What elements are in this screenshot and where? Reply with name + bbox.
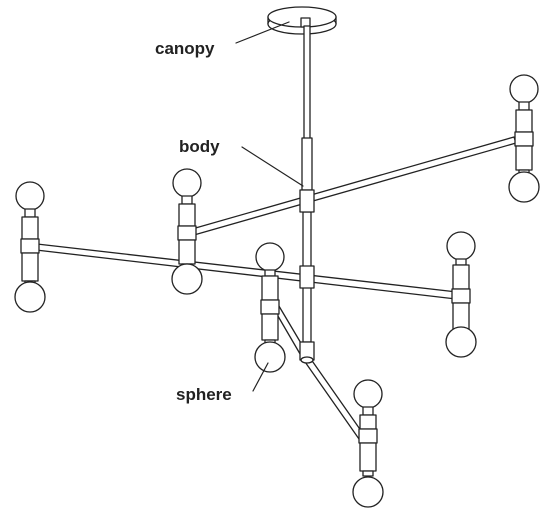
body-label: body xyxy=(179,137,220,156)
sphere xyxy=(254,341,286,373)
body-rod xyxy=(299,25,315,364)
canopy xyxy=(267,6,337,35)
sphere-label: sphere xyxy=(176,385,232,404)
lower-arm xyxy=(35,243,458,300)
canopy-label: canopy xyxy=(155,39,215,58)
body-leader-line xyxy=(241,146,304,187)
bulb-assembly-right-lower xyxy=(445,231,477,358)
diagonal-arm xyxy=(267,295,372,450)
bulb-assembly-center xyxy=(254,242,286,373)
bulb-assembly-left xyxy=(171,168,203,295)
bulb-assembly-bottom xyxy=(352,379,384,508)
bulb-assembly-far-left xyxy=(14,181,46,313)
canopy-leader-line xyxy=(235,21,290,44)
sphere-leader-line xyxy=(252,362,269,392)
bulb-assembly-right-upper xyxy=(508,74,540,203)
upper-arm xyxy=(191,136,517,236)
